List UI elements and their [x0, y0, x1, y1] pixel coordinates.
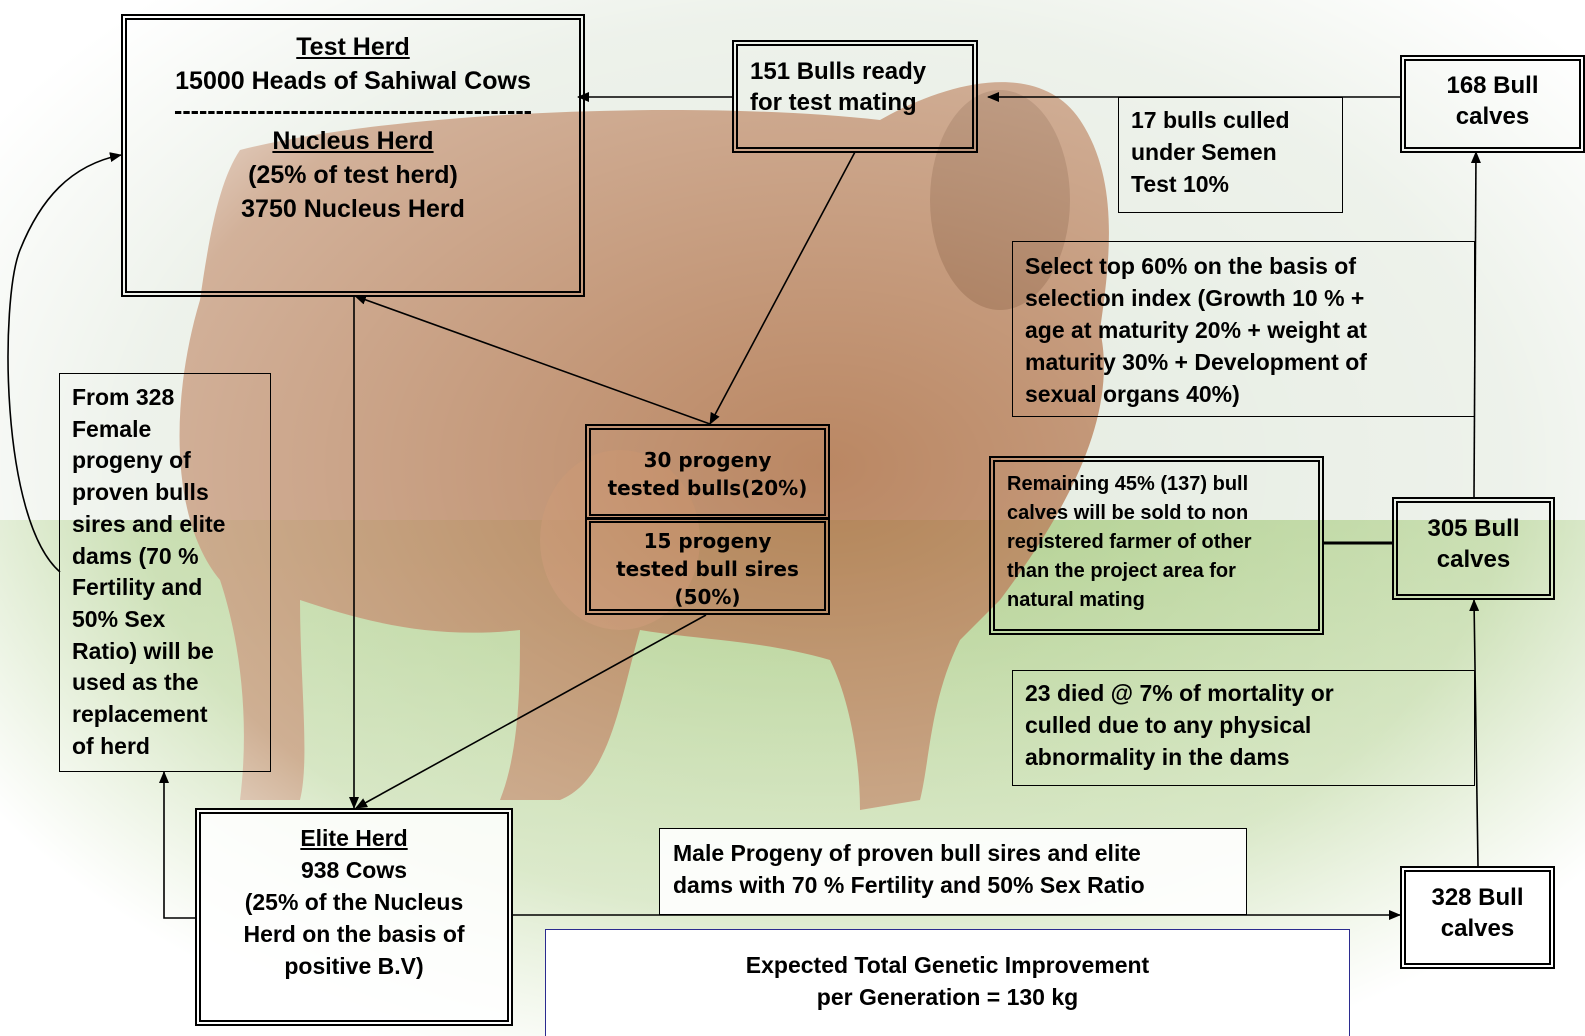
genetic-line1: Expected Total Genetic Improvement [745, 952, 1150, 978]
remaining-calves-box: Remaining 45% (137) bull calves will be … [989, 456, 1324, 635]
test-herd-divider: ----------------------------------------… [174, 97, 532, 125]
selection-line4: maturity 30% + Development of [1025, 349, 1367, 375]
arrow-sires-to-elite [355, 614, 707, 809]
culled-line1: 17 bulls culled [1131, 107, 1290, 133]
female-progeny-box: From 328 Female progeny of proven bulls … [59, 373, 271, 772]
bull-calves-305-line1: 305 Bull [1427, 515, 1520, 542]
bull-calves-305-line2: calves [1436, 546, 1511, 573]
female-line-7: Fertility and [72, 574, 203, 601]
genetic-improvement-box: Expected Total Genetic Improvement per G… [545, 929, 1350, 1036]
test-herd-title: Test Herd [296, 33, 410, 61]
bull-calves-305-box: 305 Bull calves [1392, 497, 1555, 600]
arrow-progeny-to-test-herd [354, 295, 711, 425]
elite-line1: 938 Cows [300, 857, 408, 883]
bull-calves-328-line2: calves [1440, 915, 1515, 942]
test-herd-box: Test Herd 15000 Heads of Sahiwal Cows --… [121, 14, 585, 297]
female-line-12: of herd [72, 732, 150, 759]
female-line-10: used as the [72, 669, 199, 696]
nucleus-herd-title: Nucleus Herd [272, 127, 434, 155]
nucleus-line1: (25% of test herd) [248, 161, 458, 189]
female-line-11: replacement [72, 701, 208, 728]
progeny-tested-line1: 30 progeny [643, 448, 772, 472]
female-line-2: Female [72, 415, 152, 442]
bull-calves-328-box: 328 Bull calves [1400, 866, 1555, 969]
genetic-line2: per Generation = 130 kg [816, 984, 1079, 1010]
bull-calves-168-line1: 168 Bull [1446, 72, 1539, 99]
selection-line3: age at maturity 20% + weight at [1025, 317, 1367, 343]
male-progeny-line1: Male Progeny of proven bull sires and el… [673, 840, 1141, 866]
elite-herd-title: Elite Herd [300, 825, 408, 851]
arrow-328-to-305 [1469, 599, 1480, 867]
arrow-elite-to-female [159, 771, 197, 919]
culled-line2: under Semen [1131, 139, 1277, 165]
female-line-4: proven bulls [72, 479, 209, 506]
female-line-1: From 328 [72, 384, 175, 410]
bull-sires-line3: (50%) [674, 585, 741, 609]
male-progeny-box: Male Progeny of proven bull sires and el… [659, 828, 1247, 915]
mortality-line1: 23 died @ 7% of mortality or [1025, 680, 1334, 706]
arrow-151-to-progeny [709, 151, 856, 425]
bull-sires-line1: 15 progeny [643, 529, 772, 553]
female-line-3: progeny of [72, 447, 191, 474]
elite-line3: Herd on the basis of [243, 921, 465, 947]
bull-calves-168-box: 168 Bull calves [1400, 55, 1585, 153]
remaining-line1: Remaining 45% (137) bull [1007, 473, 1249, 495]
elite-line2: (25% of the Nucleus [244, 889, 464, 915]
elite-line4: positive B.V) [284, 953, 424, 979]
selection-index-box: Select top 60% on the basis of selection… [1012, 241, 1475, 417]
bull-calves-328-line1: 328 Bull [1431, 884, 1524, 911]
mortality-line3: abnormality in the dams [1025, 744, 1290, 770]
bulls-ready-line2: for test mating [750, 89, 917, 116]
selection-line5: sexual organs 40%) [1025, 381, 1240, 407]
culled-line3: Test 10% [1131, 171, 1230, 197]
remaining-line2: calves will be sold to non [1007, 502, 1249, 524]
bulls-ready-line1: 151 Bulls ready [750, 58, 927, 85]
male-progeny-line2: dams with 70 % Fertility and 50% Sex Rat… [673, 872, 1145, 898]
mortality-box: 23 died @ 7% of mortality or culled due … [1012, 670, 1475, 786]
remaining-line4: than the project area for [1007, 560, 1236, 582]
elite-herd-box: Elite Herd 938 Cows (25% of the Nucleus … [195, 808, 513, 1026]
bull-sires-line2: tested bull sires [616, 557, 799, 581]
bulls-ready-box: 151 Bulls ready for test mating [732, 40, 978, 153]
female-line-8: 50% Sex [72, 605, 166, 632]
female-line-6: dams (70 % [72, 542, 199, 569]
nucleus-line2: 3750 Nucleus Herd [241, 195, 465, 223]
female-line-5: sires and elite [72, 510, 226, 537]
remaining-line5: natural mating [1007, 589, 1145, 611]
female-line-9: Ratio) will be [72, 637, 214, 664]
selection-line2: selection index (Growth 10 % + [1025, 285, 1365, 311]
arrow-female-to-test-herd [7, 152, 122, 573]
arrow-305-to-168 [1470, 151, 1481, 498]
progeny-tested-line2: tested bulls(20%) [607, 476, 808, 500]
bull-calves-168-line2: calves [1455, 103, 1530, 130]
selection-line1: Select top 60% on the basis of [1025, 253, 1357, 279]
test-herd-line1: 15000 Heads of Sahiwal Cows [175, 67, 531, 95]
culled-semen-box: 17 bulls culled under Semen Test 10% [1118, 97, 1343, 213]
progeny-tested-box: 30 progeny tested bulls(20%) [585, 424, 830, 520]
remaining-line3: registered farmer of other [1007, 531, 1252, 553]
mortality-line2: culled due to any physical [1025, 712, 1312, 738]
bull-sires-box: 15 progeny tested bull sires (50%) [585, 517, 830, 615]
